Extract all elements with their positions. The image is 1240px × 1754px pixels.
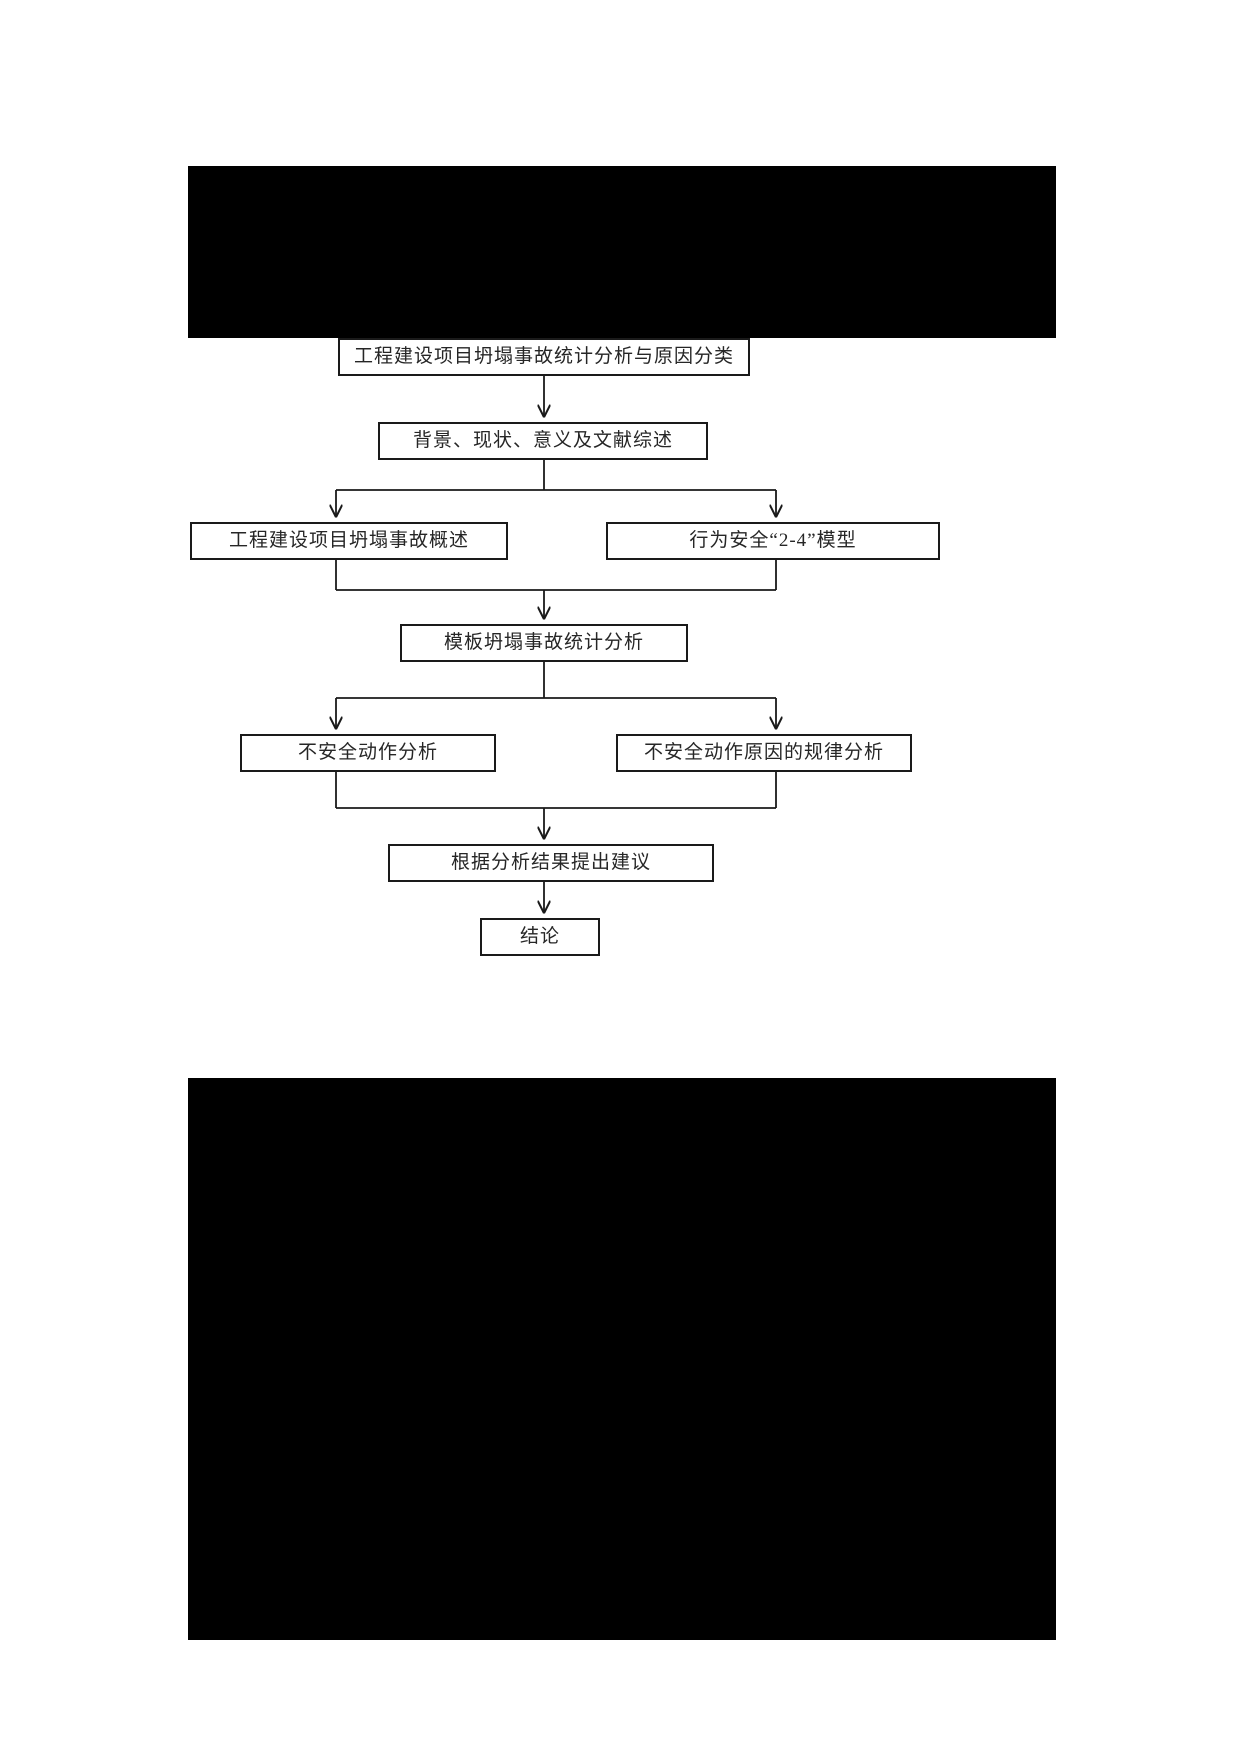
redacted-region-bottom (188, 1078, 1056, 1640)
flow-node-overview: 工程建设项目坍塌事故概述 (190, 522, 508, 560)
flow-node-unsafe-act-label: 不安全动作分析 (297, 741, 438, 763)
flow-node-background: 背景、现状、意义及文献综述 (378, 422, 708, 460)
flow-node-conclusion-label: 结论 (519, 925, 560, 947)
flow-node-background-label: 背景、现状、意义及文献综述 (412, 429, 673, 451)
flow-node-title: 工程建设项目坍塌事故统计分析与原因分类 (338, 338, 750, 376)
flow-node-model-label: 行为安全“2-4”模型 (689, 529, 857, 551)
flow-node-conclusion: 结论 (480, 918, 600, 956)
flow-node-suggestion-label: 根据分析结果提出建议 (450, 851, 651, 873)
flow-node-statistics: 模板坍塌事故统计分析 (400, 624, 688, 662)
flow-node-unsafe-cause: 不安全动作原因的规律分析 (616, 734, 912, 772)
flow-node-model: 行为安全“2-4”模型 (606, 522, 940, 560)
redacted-region-top (188, 166, 1056, 338)
flow-node-overview-label: 工程建设项目坍塌事故概述 (228, 529, 469, 551)
flowchart-connectors (188, 376, 1056, 1078)
flow-node-title-label: 工程建设项目坍塌事故统计分析与原因分类 (353, 345, 734, 367)
flow-node-suggestion: 根据分析结果提出建议 (388, 844, 714, 882)
flowchart: 工程建设项目坍塌事故统计分析与原因分类 背景、现状、意义及文献综述 工程建设项目… (188, 338, 1056, 1078)
flow-node-statistics-label: 模板坍塌事故统计分析 (443, 631, 644, 653)
flow-node-unsafe-act: 不安全动作分析 (240, 734, 496, 772)
flow-node-unsafe-cause-label: 不安全动作原因的规律分析 (643, 741, 884, 763)
